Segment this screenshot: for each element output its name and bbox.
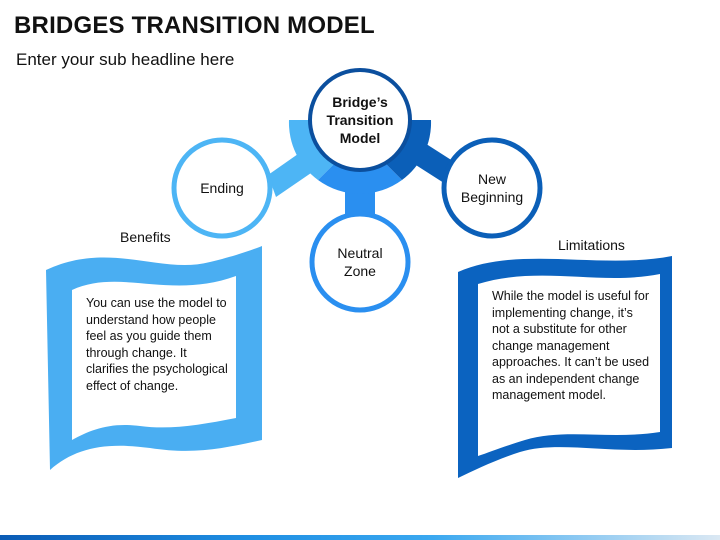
benefits-caption: Benefits: [120, 229, 171, 245]
limitations-panel: [478, 274, 660, 456]
ring-segment-right: [382, 120, 432, 180]
center-label: Bridge’s Transition Model: [326, 94, 394, 146]
new-beginning-circle: [441, 137, 543, 239]
ring-segment-left: [288, 120, 338, 180]
benefits-text: You can use the model to understand how …: [86, 296, 228, 393]
ending-circle: [171, 137, 273, 239]
center-circle: [308, 68, 412, 172]
ending-label: Ending: [200, 180, 244, 196]
neutral-zone-circle: [309, 211, 411, 313]
benefits-panel: [72, 276, 236, 440]
neutral-zone-label: Neutral Zone: [337, 245, 383, 279]
footer-bar: [0, 535, 720, 540]
limitations-caption: Limitations: [558, 237, 625, 253]
limitations-text: While the model is useful for implementi…: [492, 289, 650, 402]
page-title: BRIDGES TRANSITION MODEL: [14, 12, 375, 39]
ring-segment-bottom: [318, 160, 402, 194]
new-beginning-label: New Beginning: [460, 171, 524, 205]
page-subtitle: Enter your sub headline here: [16, 50, 235, 69]
